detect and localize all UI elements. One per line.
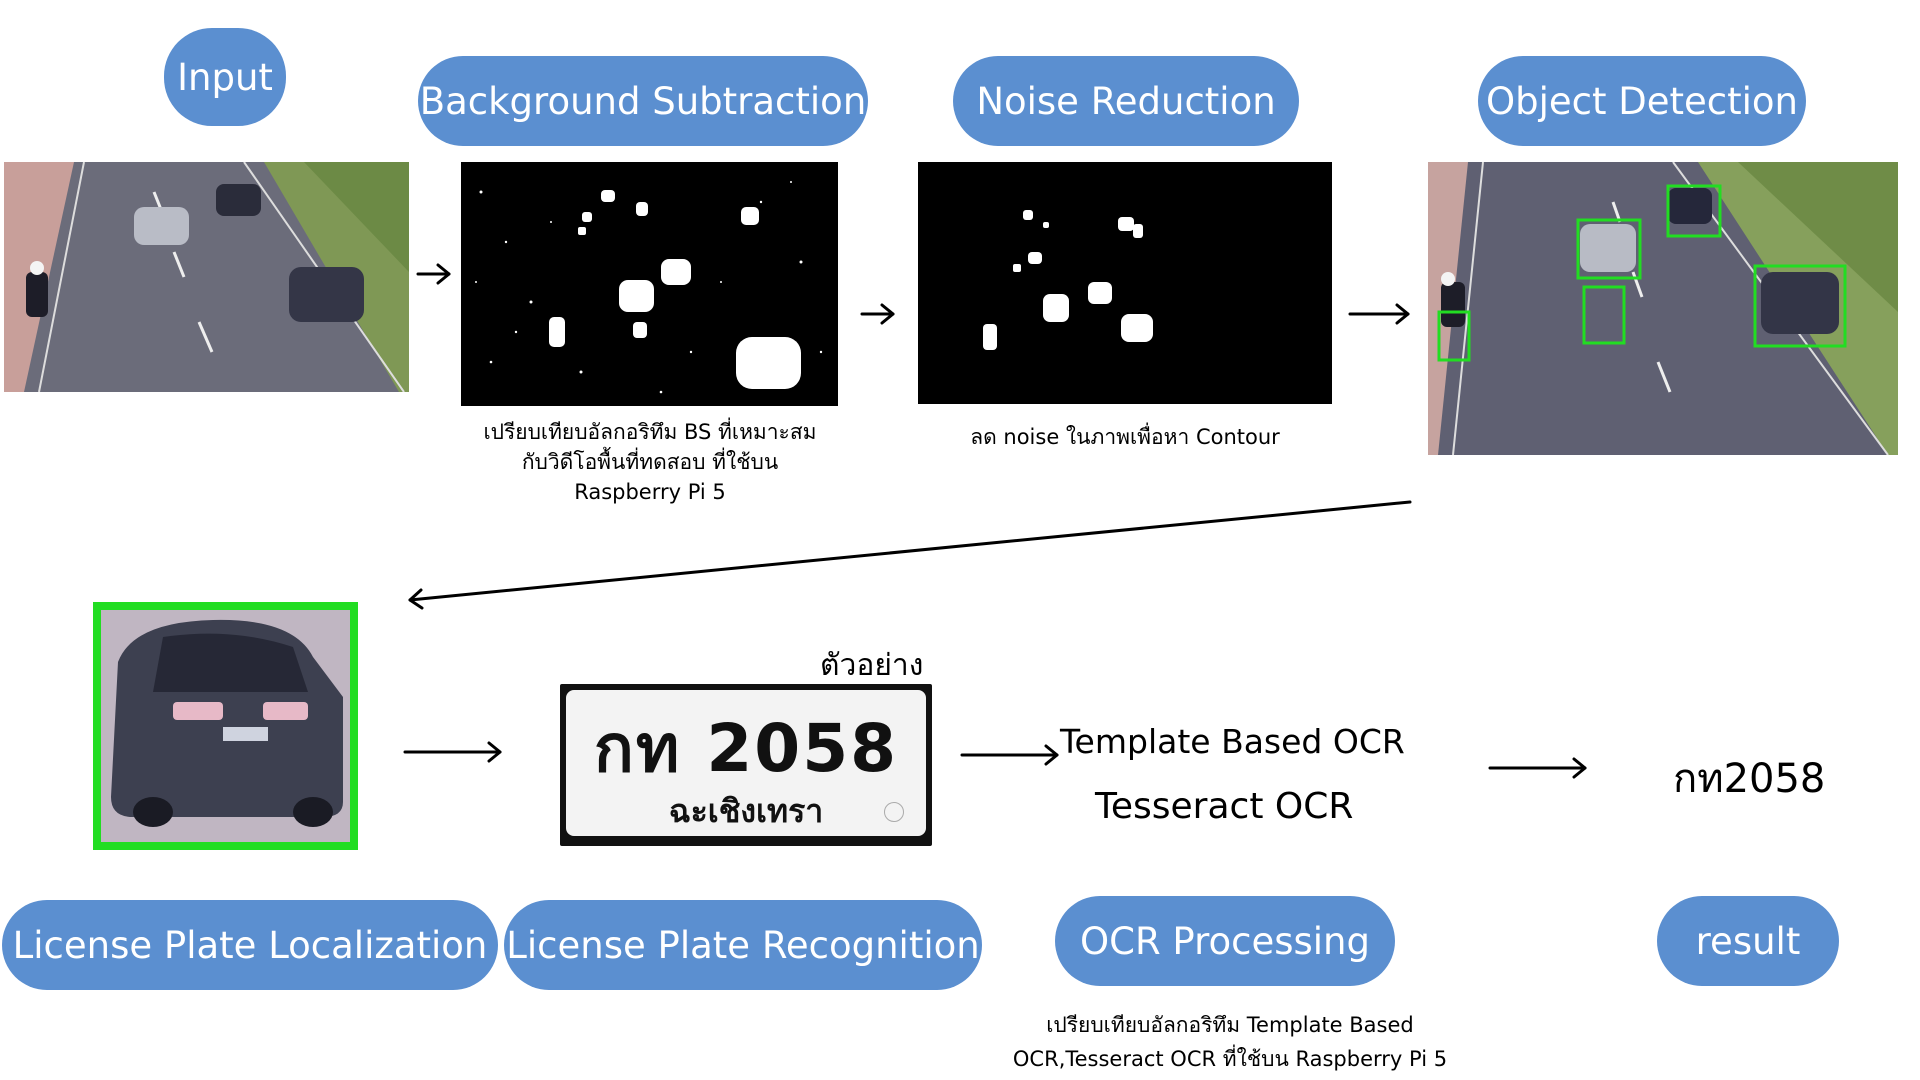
arrow-localization-to-plate bbox=[403, 741, 502, 763]
bs-caption-line-3: Raspberry Pi 5 bbox=[574, 480, 726, 504]
license-plate-localization-label: License Plate Localization bbox=[2, 900, 498, 990]
arrow-input-to-bs bbox=[416, 263, 451, 285]
object-detection-image bbox=[1428, 162, 1898, 455]
bs-caption: เปรียบเทียบอัลกอริทึม BS ที่เหมาะสม กับว… bbox=[445, 417, 855, 507]
license-plate-province: ฉะเชิงเทรา bbox=[668, 792, 824, 830]
ocr-processing-label: OCR Processing bbox=[1055, 896, 1395, 986]
example-label: ตัวอย่าง bbox=[820, 648, 924, 683]
arrow-ocr-to-result bbox=[1488, 757, 1587, 779]
result-label: result bbox=[1657, 896, 1839, 986]
arrow-bs-to-noise bbox=[860, 303, 895, 325]
input-road-image bbox=[4, 162, 409, 392]
ocr-caption: เปรียบเทียบอัลกอริทึม Template Based OCR… bbox=[985, 1008, 1475, 1076]
background-subtraction-label: Background Subtraction bbox=[418, 56, 868, 146]
plate-emblem bbox=[884, 802, 904, 822]
arrow-plate-to-ocr bbox=[960, 744, 1059, 766]
license-plate-image: กท 2058 ฉะเชิงเทรา bbox=[560, 684, 932, 846]
noise-reduction-label: Noise Reduction bbox=[953, 56, 1299, 146]
arrow-noise-to-detection bbox=[1348, 303, 1410, 325]
object-detection-label: Object Detection bbox=[1478, 56, 1806, 146]
input-label: Input bbox=[164, 28, 286, 126]
noise-reduction-image bbox=[918, 162, 1332, 404]
cropped-car-image bbox=[93, 602, 358, 850]
arrow-detection-to-localization bbox=[408, 500, 1412, 610]
background-subtraction-image bbox=[461, 162, 838, 406]
license-plate-main-text: กท 2058 bbox=[593, 710, 899, 787]
ocr-method-template: Template Based OCR bbox=[1060, 722, 1405, 761]
bs-caption-line-2: กับวิดีโอพื้นที่ทดสอบ ที่ใช้บน bbox=[521, 450, 779, 474]
license-plate-face: กท 2058 ฉะเชิงเทรา bbox=[566, 690, 926, 836]
result-value: กท2058 bbox=[1673, 756, 1826, 802]
noise-caption: ลด noise ในภาพเพื่อหา Contour bbox=[970, 425, 1280, 449]
ocr-caption-line-1: เปรียบเทียบอัลกอริทึม Template Based bbox=[1046, 1013, 1414, 1037]
license-plate-recognition-label: License Plate Recognition bbox=[504, 900, 982, 990]
ocr-method-tesseract: Tesseract OCR bbox=[1095, 786, 1354, 827]
bs-caption-line-1: เปรียบเทียบอัลกอริทึม BS ที่เหมาะสม bbox=[483, 420, 817, 444]
ocr-caption-line-2: OCR,Tesseract OCR ที่ใช้บน Raspberry Pi … bbox=[1012, 1047, 1448, 1071]
